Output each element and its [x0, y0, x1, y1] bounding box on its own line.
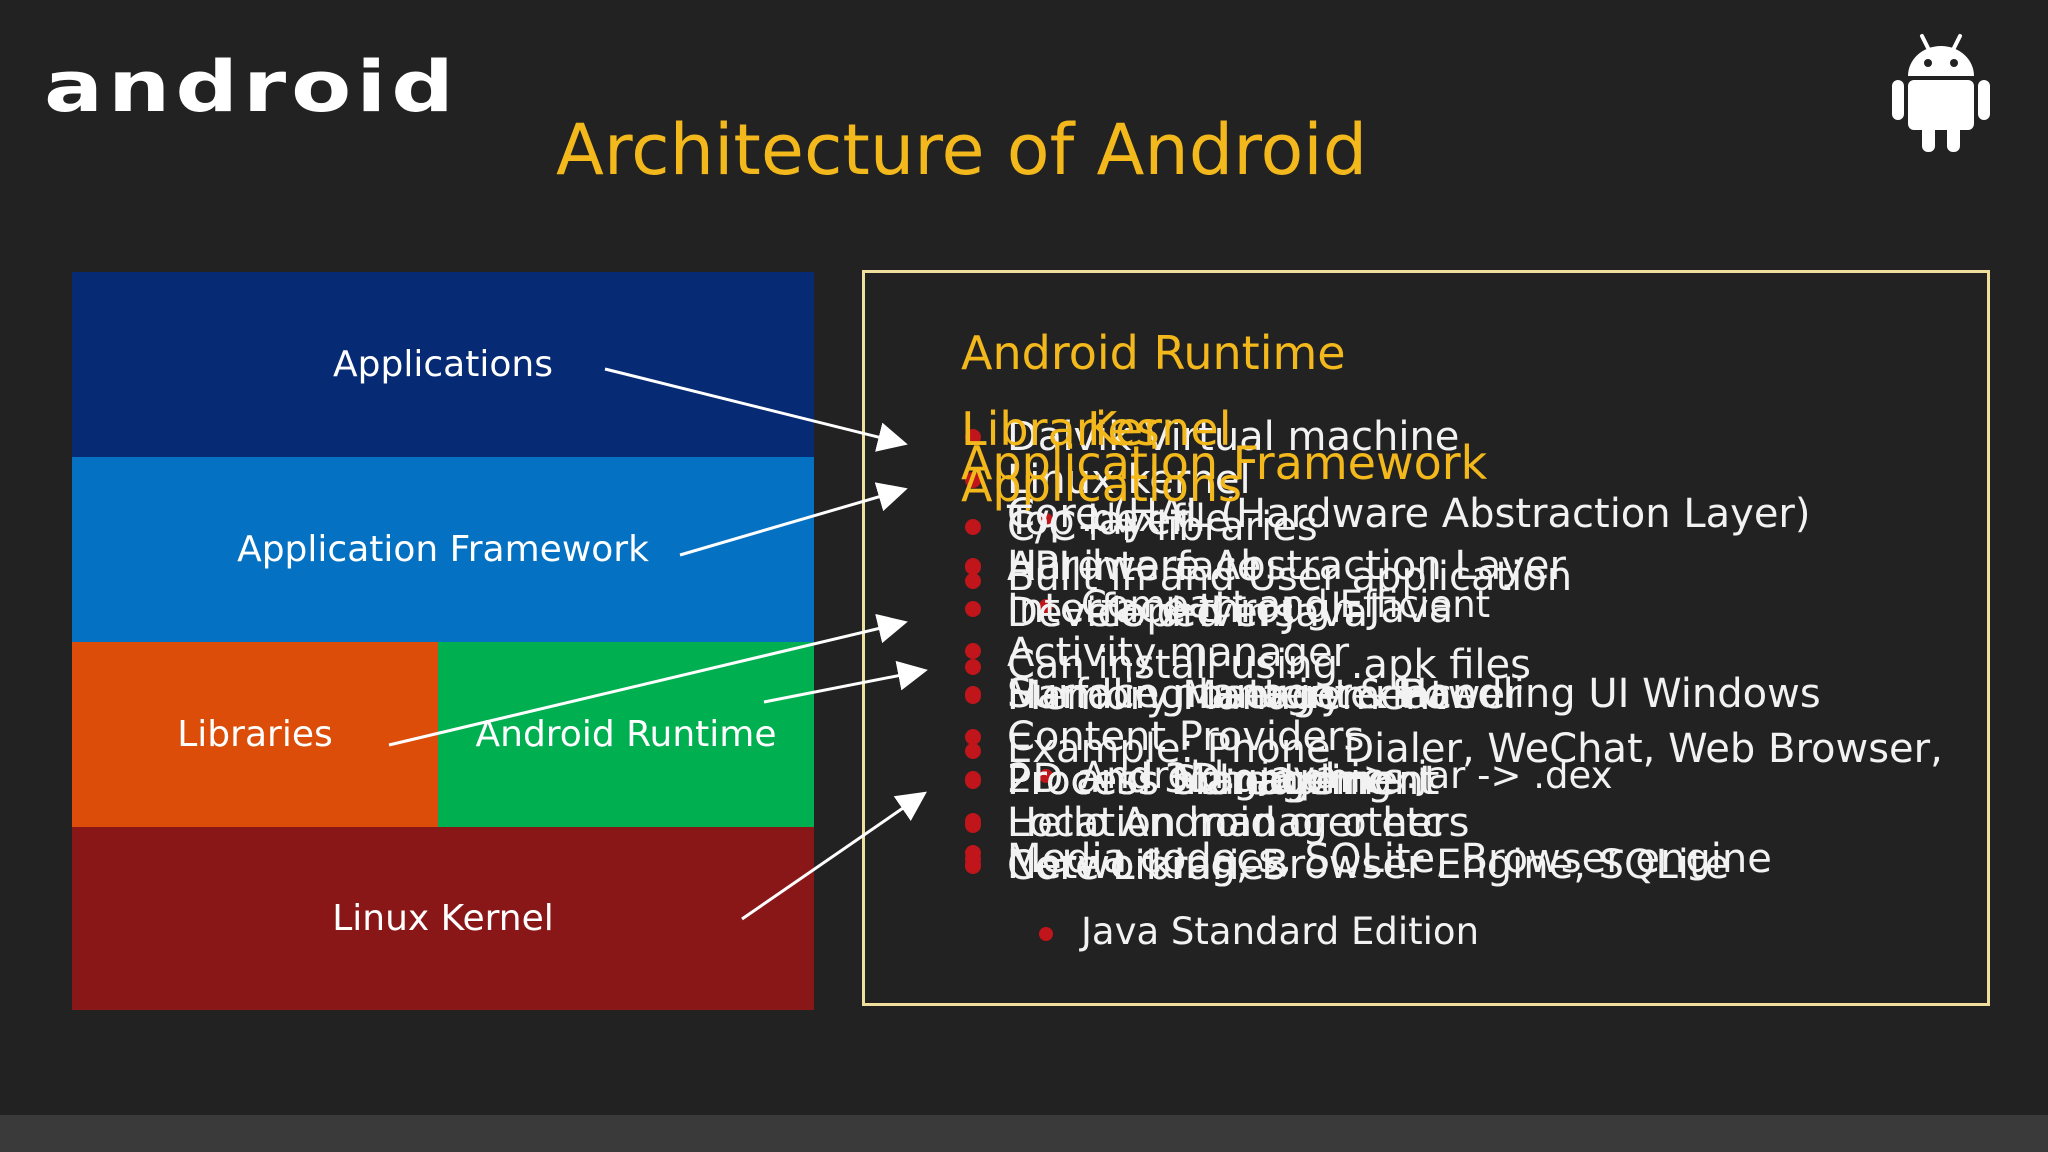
list-item: Content Providers: [1007, 714, 1365, 760]
layer-application-framework[interactable]: Application Framework: [72, 457, 814, 642]
list-item: Handling battery & Power: [1007, 672, 1522, 718]
bullet-icon: [965, 659, 981, 675]
bullet-icon: [965, 857, 981, 873]
bullet-icon: [965, 729, 981, 745]
bullet-icon: [965, 817, 981, 833]
list-item: Device drivers: [1007, 590, 1296, 636]
bullet-icon: [1039, 927, 1053, 941]
list-item: Linux kernel: [1007, 457, 1251, 503]
list-item: Hello Android or others: [1007, 800, 1470, 846]
details-panel: Android Runtime Dalvik Virtual machine .…: [862, 270, 1990, 1006]
bullet-icon: [965, 773, 981, 789]
panel-heading: Application Framework: [961, 436, 1488, 490]
list-item: Android: .java -> .jar -> .dex: [1081, 754, 1613, 797]
bullet-icon: [1039, 599, 1053, 613]
bullet-icon: [965, 472, 981, 488]
list-item: API interface: [1007, 544, 1262, 590]
list-item: Handling user interface: [1007, 672, 1477, 718]
bullet-icon: [965, 573, 981, 589]
overlay-libraries: Libraries C/C++ libraries Interface thro…: [865, 273, 1987, 1003]
panel-heading: Kernel: [1087, 402, 1232, 456]
android-logo: android: [44, 46, 459, 128]
layer-label: Libraries: [177, 714, 333, 755]
bullet-icon: [965, 429, 981, 445]
bullet-icon: [965, 688, 981, 704]
list-item: Location manager etc: [1007, 800, 1444, 846]
bullet-icon: [1039, 513, 1053, 527]
bottom-bar: [0, 1115, 2048, 1152]
overlay-applications: Applications Top layer Built in and User…: [865, 273, 1987, 1003]
bullet-icon: [1039, 769, 1053, 783]
layer-applications[interactable]: Applications: [72, 272, 814, 457]
layer-android-runtime[interactable]: Android Runtime: [438, 642, 814, 827]
list-item: Networking, Browser Engine, SQLite: [1007, 842, 1730, 888]
layer-label: Android Runtime: [475, 714, 777, 755]
list-item: Surface manager – Handling UI Windows: [1007, 671, 1821, 717]
android-robot-icon: [1892, 34, 1990, 152]
list-item: Process Scheduling: [1007, 758, 1393, 804]
panel-heading: Libraries: [961, 402, 1160, 456]
bullet-icon: [965, 601, 981, 617]
layer-label: Applications: [333, 344, 553, 385]
list-item: Developed in Java: [1007, 590, 1369, 636]
bullet-icon: [965, 559, 981, 575]
list-item: Process management: [1007, 758, 1440, 804]
list-item: Interface through Java: [1007, 586, 1454, 632]
list-item: Activity manager: [1007, 630, 1350, 676]
layer-label: Application Framework: [237, 529, 649, 570]
list-item: .dex file: [1081, 497, 1229, 540]
list-item: Compact and Efficient: [1081, 583, 1491, 626]
list-item: 2D and 3D graphics: [1007, 756, 1404, 802]
panel-heading: Android Runtime: [961, 326, 1346, 380]
layer-linux-kernel[interactable]: Linux Kernel: [72, 827, 814, 1010]
list-item: Core (HAL (Hardware Abstraction Layer): [1007, 491, 1811, 537]
bullet-icon: [965, 743, 981, 759]
layer-label: Linux Kernel: [332, 898, 554, 939]
list-item: Example: Phone Dialer, WeChat, Web Brows…: [1007, 726, 1943, 772]
list-item: Dalvik Virtual machine: [1007, 414, 1460, 460]
overlay-framework: Application Framework Core (HAL (Hardwar…: [865, 273, 1987, 1003]
list-item: Hardware Abstraction Layer: [1007, 543, 1566, 589]
bullet-icon: [965, 643, 981, 659]
list-item: Java Standard Edition: [1081, 910, 1480, 953]
list-item: C/C++ libraries: [1007, 504, 1318, 550]
list-item: Networking: [1007, 842, 1236, 888]
list-item: Media codecs, SQLite, Browser engine: [1007, 836, 1772, 882]
list-item: Process Management: [1007, 758, 1435, 804]
list-item: Can install using .apk files: [1007, 642, 1531, 688]
overlay-kernel: Kernel Linux kernel Hardware Abstraction…: [865, 273, 1987, 1003]
panel-heading: Applications: [961, 458, 1242, 512]
list-item: Top layer: [1007, 498, 1188, 544]
architecture-stack: Applications Application Framework Libra…: [72, 272, 814, 1010]
list-item: Core Libraries: [1007, 843, 1286, 889]
bullet-icon: [965, 845, 981, 861]
slide: android Architecture of Android Applicat…: [44, 34, 1990, 1010]
list-item: Memory Management: [1007, 673, 1446, 719]
page-title: Architecture of Android: [556, 109, 1368, 191]
list-item: Built in and User application: [1007, 554, 1573, 600]
bullet-icon: [965, 519, 981, 535]
layer-libraries[interactable]: Libraries: [72, 642, 438, 827]
